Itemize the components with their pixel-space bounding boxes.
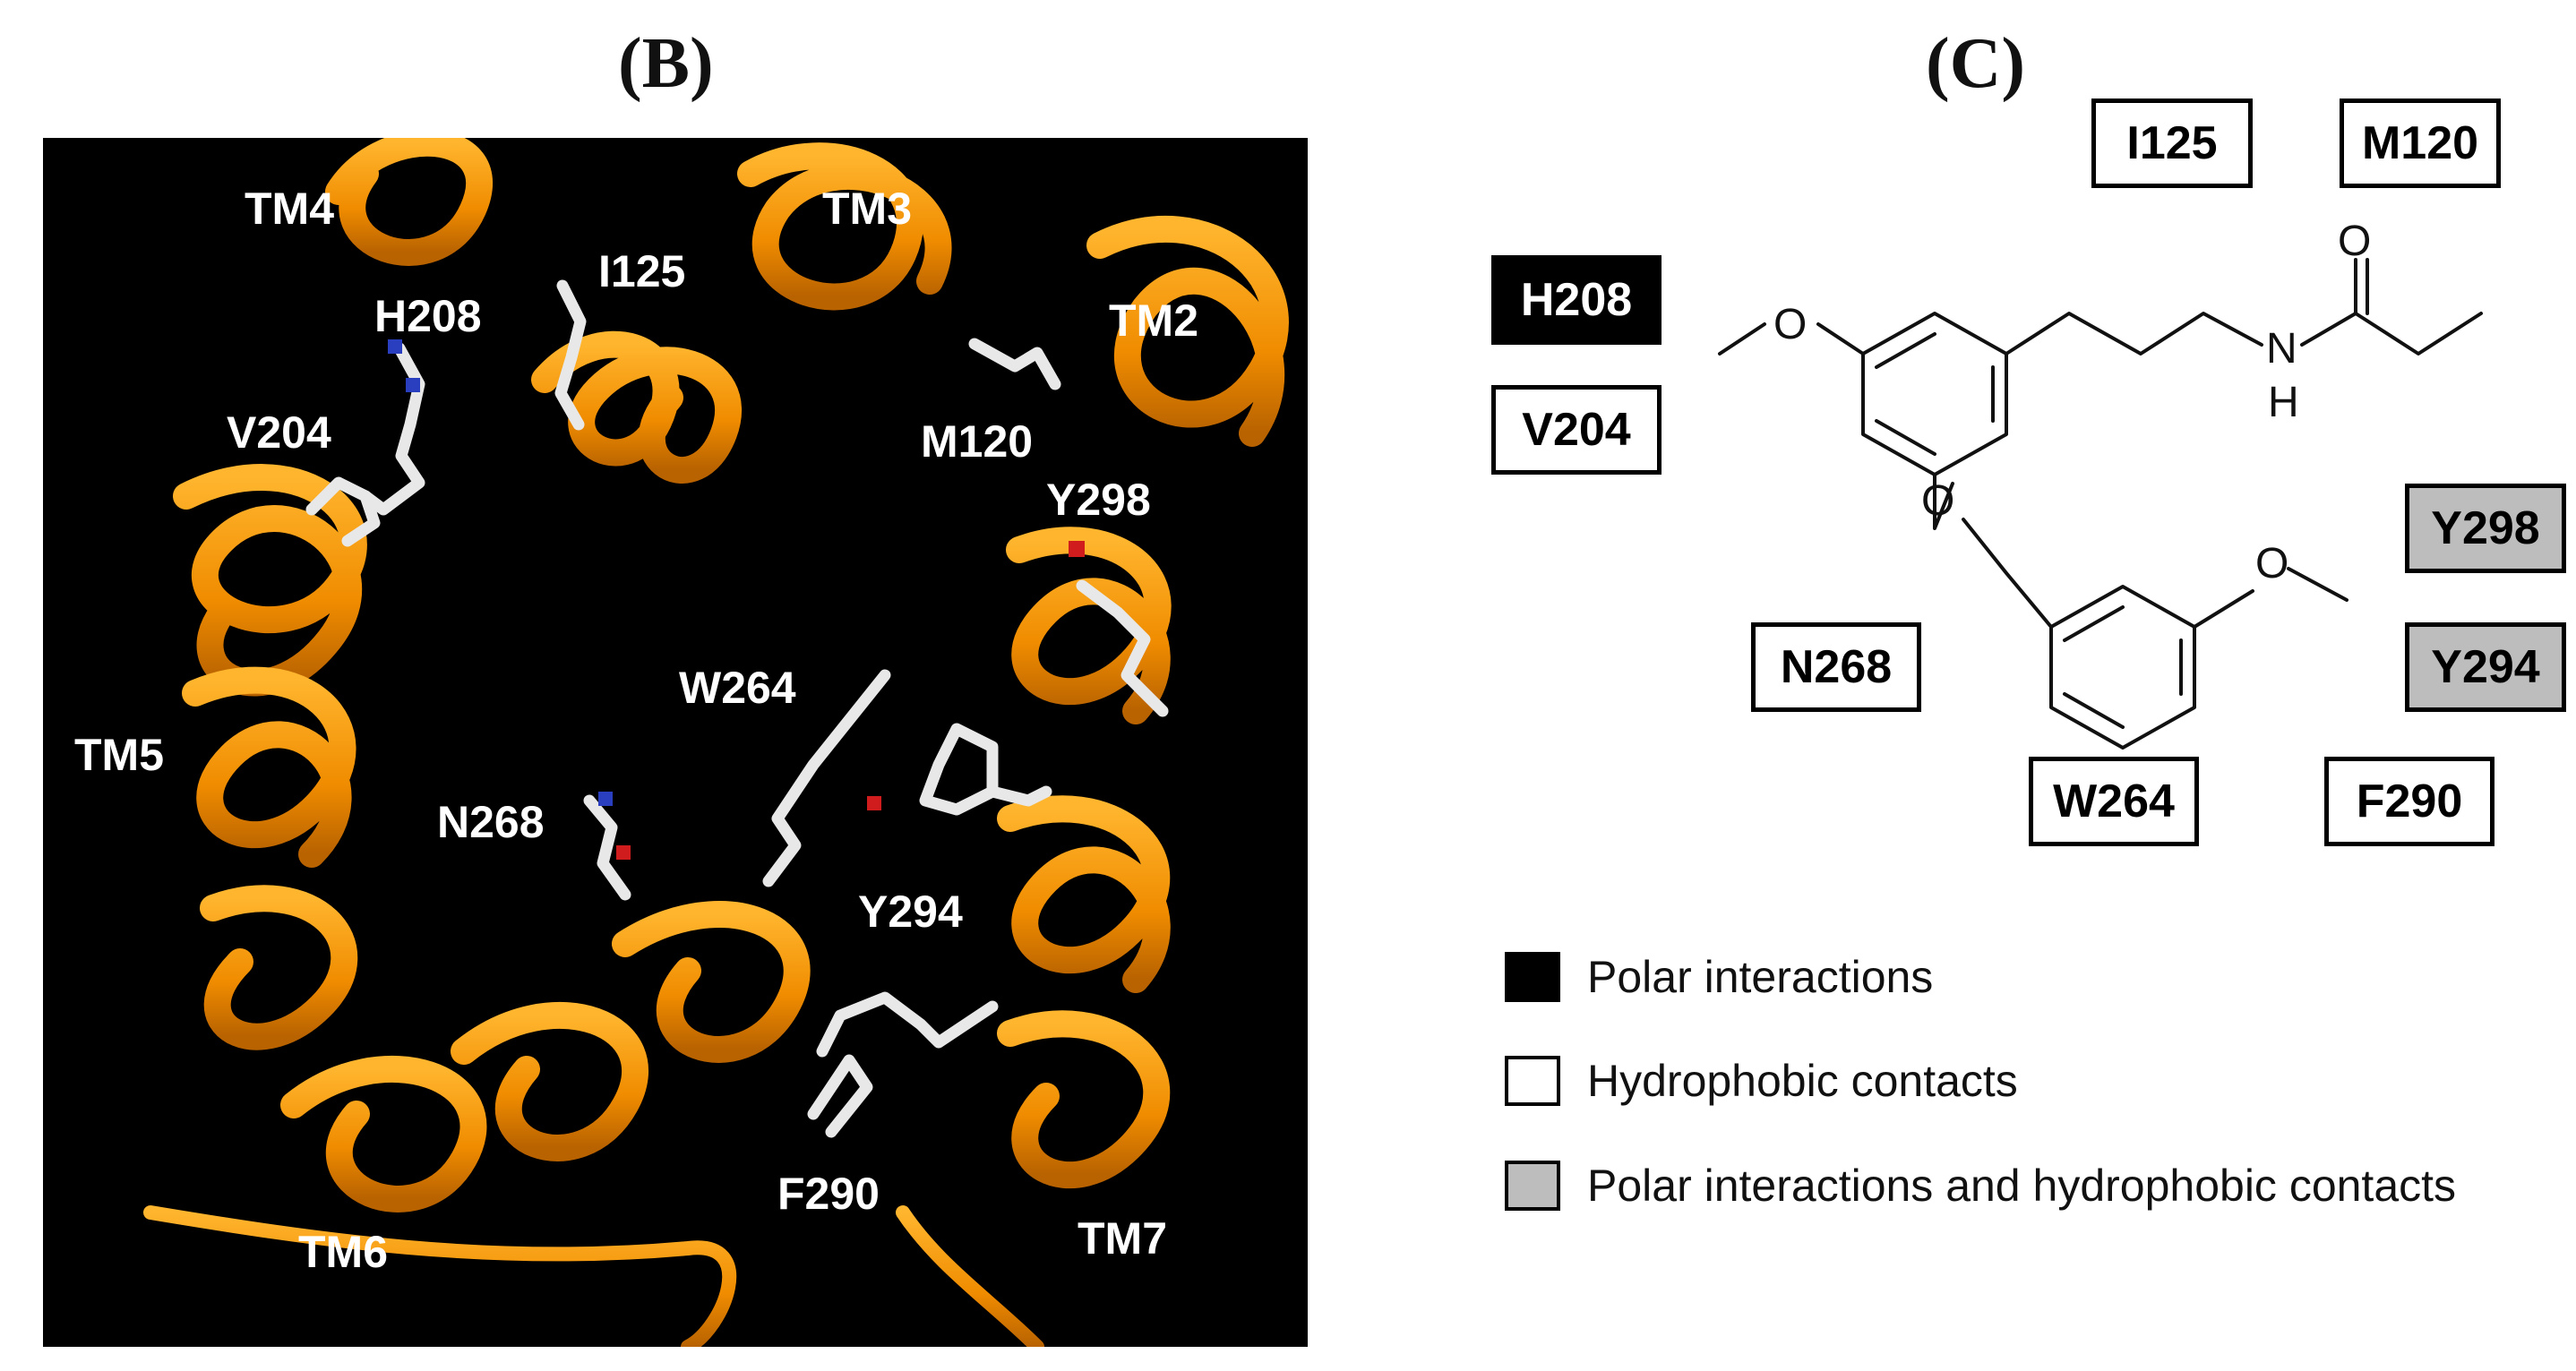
residue-y294-label: Y294	[858, 887, 963, 937]
legend-swatch-both	[1505, 1161, 1560, 1211]
amide-h-text: H	[2268, 379, 2299, 426]
legend-label-polar: Polar interactions	[1587, 952, 1934, 1002]
helix-tm4-ribbon	[325, 138, 493, 266]
ether-o-right-text: O	[2255, 540, 2288, 587]
residue-v204-label: V204	[227, 407, 331, 458]
residue-w264-label: W264	[679, 663, 796, 713]
residue-box-y294: Y294	[2405, 622, 2566, 712]
residue-box-v204: V204	[1491, 385, 1662, 475]
legend-swatch-hydrophobic	[1505, 1056, 1560, 1106]
tm6-label: TM6	[298, 1227, 388, 1277]
carbonyl-o-text: O	[2338, 218, 2371, 265]
residue-box-i125: I125	[2091, 99, 2253, 188]
legend-label-hydrophobic: Hydrophobic contacts	[1587, 1056, 2018, 1106]
tm4-label: TM4	[245, 184, 334, 234]
residue-box-y298: Y298	[2405, 484, 2566, 573]
legend-item-hydrophobic: Hydrophobic contacts	[1505, 1055, 2018, 1107]
helix-ribbons	[143, 138, 1289, 1347]
tm7-label: TM7	[1078, 1213, 1167, 1264]
legend-label-both: Polar interactions and hydrophobic conta…	[1587, 1161, 2457, 1211]
residue-y298-label: Y298	[1046, 475, 1151, 525]
tm5-label: TM5	[74, 730, 164, 780]
residue-box-m120: M120	[2340, 99, 2501, 188]
residue-i125-label: I125	[598, 246, 686, 296]
tm3-label: TM3	[822, 184, 912, 234]
tm2-label: TM2	[1109, 296, 1198, 346]
residue-h208-label: H208	[374, 291, 482, 341]
residue-box-n268: N268	[1751, 622, 1921, 712]
protein-structure-image: TM4 TM3 TM2 TM5 TM6 TM7 I125 H208 V204 M…	[43, 138, 1308, 1347]
residue-box-h208: H208	[1491, 255, 1662, 345]
residue-sticks	[305, 279, 1169, 1138]
residue-n268-label: N268	[437, 797, 545, 847]
legend-item-both: Polar interactions and hydrophobic conta…	[1505, 1160, 2456, 1212]
ether-o-top-text: O	[1773, 301, 1807, 348]
heteroatoms	[388, 339, 1085, 860]
residue-box-f290: F290	[2324, 757, 2494, 846]
panel-c-letter: (C)	[1926, 24, 2026, 103]
interaction-diagram: I125 M120 H208 V204 Y298 N268 Y294 W264 …	[1379, 0, 2576, 1371]
amide-n-text: N	[2266, 325, 2297, 373]
legend-item-polar: Polar interactions	[1505, 951, 1933, 1003]
residue-f290-label: F290	[777, 1169, 880, 1219]
residue-m120-label: M120	[921, 416, 1034, 467]
ether-o-mid-text: O	[1921, 477, 1954, 525]
legend-swatch-polar	[1505, 952, 1560, 1002]
residue-box-w264: W264	[2029, 757, 2199, 846]
panel-b-letter: (B)	[618, 24, 714, 103]
